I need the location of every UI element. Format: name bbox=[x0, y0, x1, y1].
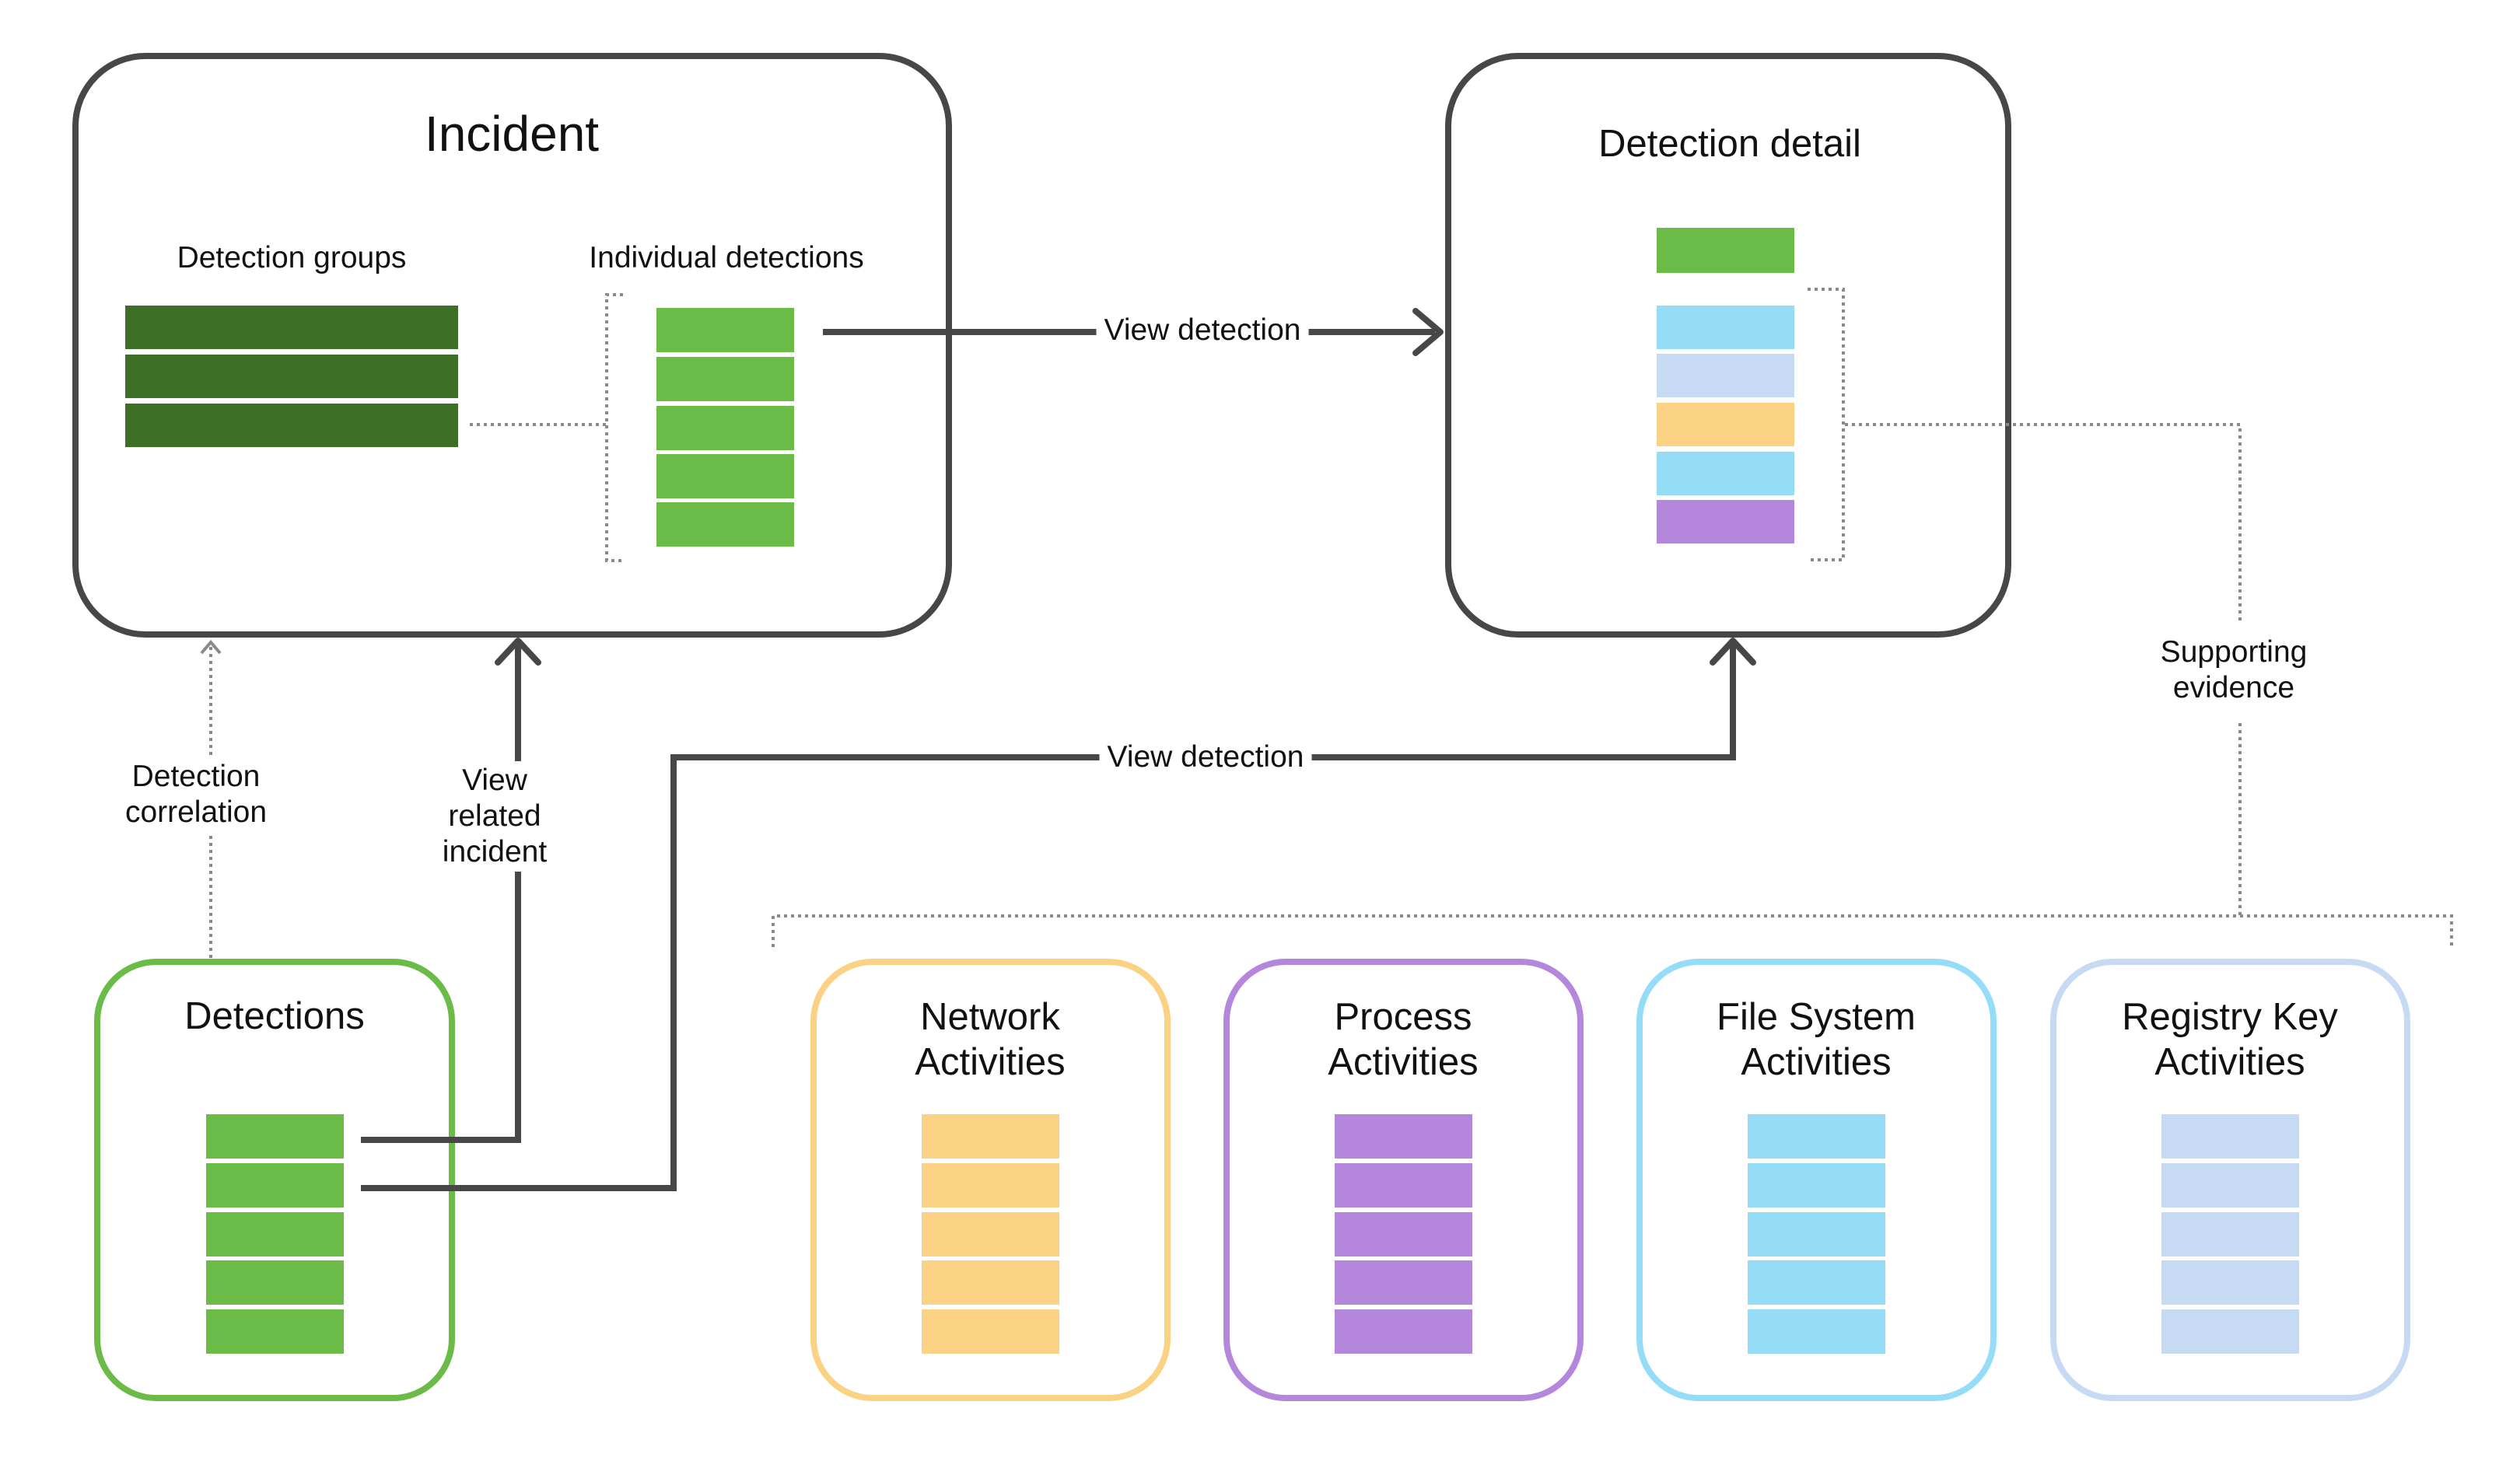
individual-detection-bar bbox=[656, 406, 794, 450]
evidence-bar bbox=[2161, 1163, 2299, 1208]
arrowhead-up-icon bbox=[1710, 638, 1756, 666]
evidence-box-file-system[interactable] bbox=[1636, 959, 1997, 1401]
individual-detections bbox=[656, 308, 794, 547]
evidence-swatch bbox=[1657, 306, 1794, 349]
individual-detection-bar bbox=[656, 357, 794, 401]
detection-group-bar bbox=[125, 355, 458, 398]
evidence-bar bbox=[1748, 1114, 1885, 1159]
groups-bracket-connector bbox=[470, 293, 623, 562]
detection-swatch bbox=[1657, 228, 1794, 273]
arrowhead-right-icon bbox=[1412, 308, 1444, 356]
evidence-box-title: Network Activities bbox=[915, 996, 1066, 1083]
detections-title: Detections bbox=[184, 995, 365, 1038]
detection-groups-label: Detection groups bbox=[177, 240, 407, 274]
evidence-swatch bbox=[1657, 500, 1794, 544]
evidence-swatch bbox=[1657, 452, 1794, 495]
supporting-evidence-label: Supporting evidence bbox=[2152, 632, 2315, 708]
evidence-box-network[interactable] bbox=[810, 959, 1171, 1401]
edge-line bbox=[772, 423, 2453, 947]
evidence-bar bbox=[1335, 1260, 1472, 1305]
evidence-bar bbox=[922, 1212, 1059, 1257]
evidence-box-title: Process Activities bbox=[1328, 996, 1479, 1083]
evidence-bar bbox=[922, 1260, 1059, 1305]
evidence-bar bbox=[1748, 1163, 1885, 1208]
detection-bar bbox=[206, 1114, 344, 1159]
evidence-bar bbox=[1335, 1163, 1472, 1208]
evidence-bracket bbox=[1808, 288, 1845, 561]
evidence-bar bbox=[1748, 1260, 1885, 1305]
evidence-box-title: Registry Key Activities bbox=[2122, 996, 2338, 1083]
detection-detail-node[interactable] bbox=[1445, 53, 2011, 638]
evidence-bar bbox=[1748, 1212, 1885, 1257]
evidence-bar bbox=[922, 1309, 1059, 1354]
view-detection-bottom-label: View detection bbox=[1099, 737, 1312, 778]
detection-groups bbox=[125, 306, 458, 447]
incident-title: Incident bbox=[424, 106, 600, 163]
detection-group-bar bbox=[125, 306, 458, 349]
evidence-box-registry-key[interactable] bbox=[2050, 959, 2410, 1401]
arrowhead-up-icon bbox=[200, 639, 222, 655]
evidence-swatch bbox=[1657, 354, 1794, 397]
evidence-box-process[interactable] bbox=[1223, 959, 1584, 1401]
detection-correlation-label: Detection correlation bbox=[117, 757, 275, 833]
detection-bar bbox=[206, 1163, 344, 1208]
detection-group-bar bbox=[125, 404, 458, 447]
detection-bar bbox=[206, 1212, 344, 1257]
edge-view-detection-bottom[interactable] bbox=[361, 638, 1756, 1191]
evidence-bar bbox=[2161, 1114, 2299, 1159]
edge-line bbox=[361, 642, 1736, 1191]
evidence-bar bbox=[1335, 1309, 1472, 1354]
detection-detail-title: Detection detail bbox=[1598, 123, 1861, 166]
individual-detections-label: Individual detections bbox=[589, 240, 864, 274]
evidence-bar bbox=[922, 1114, 1059, 1159]
arrowhead-up-icon bbox=[495, 638, 541, 666]
evidence-boxes bbox=[810, 959, 2410, 1401]
detection-bar bbox=[206, 1260, 344, 1305]
view-related-incident-label: View related incident bbox=[434, 760, 555, 872]
incident-node[interactable] bbox=[72, 53, 952, 638]
individual-detection-bar bbox=[656, 502, 794, 547]
detection-list bbox=[206, 1114, 344, 1354]
detections-node[interactable] bbox=[94, 959, 455, 1401]
view-detection-top-label: View detection bbox=[1096, 310, 1309, 351]
evidence-bar bbox=[1748, 1309, 1885, 1354]
evidence-bar bbox=[2161, 1212, 2299, 1257]
individual-detection-bar bbox=[656, 308, 794, 352]
evidence-box-title: File System Activities bbox=[1717, 996, 1916, 1083]
evidence-bar bbox=[922, 1163, 1059, 1208]
detection-bar bbox=[206, 1309, 344, 1354]
evidence-bar bbox=[2161, 1309, 2299, 1354]
evidence-swatches bbox=[1657, 306, 1794, 544]
individual-detection-bar bbox=[656, 454, 794, 498]
evidence-swatch bbox=[1657, 403, 1794, 446]
evidence-bar bbox=[1335, 1114, 1472, 1159]
evidence-bar bbox=[2161, 1260, 2299, 1305]
evidence-bar bbox=[1335, 1212, 1472, 1257]
edge-supporting-evidence[interactable] bbox=[772, 423, 2453, 947]
